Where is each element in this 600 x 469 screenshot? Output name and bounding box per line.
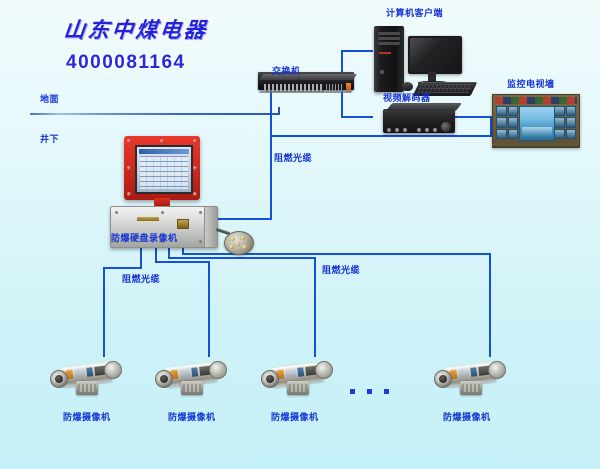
line-cam2-horizontal: [155, 261, 210, 263]
company-title: 山东中煤电器: [62, 17, 210, 42]
device-camera-2[interactable]: [153, 357, 231, 401]
tv-wall-icon: [492, 94, 580, 148]
device-camera-1[interactable]: [48, 357, 126, 401]
line-trunk-to-dvr-vertical: [270, 135, 272, 219]
camera-continuation-ellipsis: [350, 389, 389, 394]
zone-label-surface: 地面: [40, 94, 60, 104]
device-label-switch: 交换机: [272, 66, 301, 76]
device-computer-client[interactable]: [374, 18, 484, 98]
cable-label-right-branch: 阻燃光缆: [322, 265, 361, 275]
cable-label-left-branch: 阻燃光缆: [122, 274, 161, 284]
cable-label-trunk: 阻燃光缆: [274, 153, 313, 163]
monitor-icon: [408, 36, 462, 74]
line-tvwall-down-to-trunk: [490, 116, 492, 136]
dvr-base-unit-icon: [110, 206, 218, 248]
device-label-camera-3: 防爆摄像机: [271, 412, 319, 422]
line-cam2-drop: [208, 261, 210, 357]
line-cam1-horizontal: [103, 267, 142, 269]
device-label-tv-wall: 监控电视墙: [507, 79, 555, 89]
device-dvr[interactable]: [110, 136, 264, 256]
device-label-camera-2: 防爆摄像机: [168, 412, 216, 422]
surface-underground-divider: [30, 107, 280, 115]
line-cam2-stem: [155, 245, 157, 263]
device-video-decoder[interactable]: [383, 103, 463, 137]
explosion-proof-dvr-icon: [124, 136, 200, 200]
device-label-camera-1: 防爆摄像机: [63, 412, 111, 422]
device-tv-wall[interactable]: [492, 88, 582, 150]
network-switch-icon: [258, 72, 358, 92]
desktop-computer-icon: [374, 26, 404, 92]
line-cam1-stem: [140, 245, 142, 268]
line-cam3-drop: [314, 257, 316, 357]
device-label-video-decoder: 视频解码器: [383, 93, 431, 103]
line-cam1-drop: [103, 267, 105, 357]
line-cam4-horizontal: [182, 253, 491, 255]
company-phone: 4000081164: [66, 52, 186, 73]
line-to-video-decoder: [341, 116, 373, 118]
dvr-cable-junction-icon: [224, 231, 254, 255]
device-label-dvr: 防爆硬盘录像机: [111, 233, 178, 243]
line-cam4-stem: [182, 245, 184, 255]
line-to-computer-client: [341, 50, 373, 52]
line-cam4-drop: [489, 253, 491, 357]
line-cam3-horizontal: [168, 257, 316, 259]
video-decoder-icon: [383, 109, 455, 133]
line-decoder-to-tv-wall: [455, 116, 490, 118]
line-dvr-to-trunk-horizontal: [180, 218, 272, 220]
line-switch-down: [270, 92, 272, 136]
line-underground-trunk-horizontal: [270, 135, 492, 137]
device-label-camera-4: 防爆摄像机: [443, 412, 491, 422]
device-label-computer-client: 计算机客户端: [386, 8, 444, 18]
line-cam3-stem: [168, 245, 170, 259]
mouse-icon: [402, 82, 413, 91]
zone-label-underground: 井下: [40, 134, 60, 144]
device-switch[interactable]: [258, 66, 358, 96]
device-camera-4[interactable]: [432, 357, 510, 401]
device-camera-3[interactable]: [259, 357, 337, 401]
